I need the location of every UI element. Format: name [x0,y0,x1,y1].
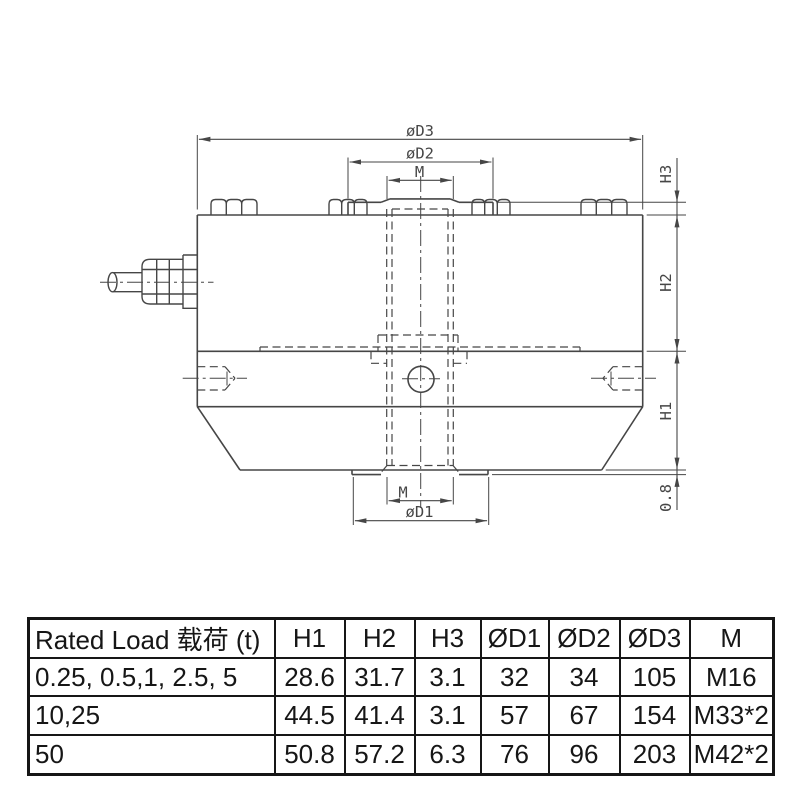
spec-cell: 50.8 [273,734,346,775]
centerlines [100,176,656,508]
mounting-bolt-1 [210,198,258,215]
spec-header-d2: ØD2 [547,617,621,659]
dim-label-h3: H3 [657,165,675,184]
dim-label-h1: H1 [657,402,675,421]
top-load-button [347,198,494,215]
spec-cell: M16 [688,657,775,697]
spec-header-d3: ØD3 [618,617,691,659]
dim-label-d2: øD2 [406,144,434,162]
spec-cell: 154 [618,695,691,736]
spec-cell: M33*2 [688,695,775,736]
spec-cell: 32 [479,657,550,697]
hidden-column-outline [259,334,581,364]
spec-cell: 57 [479,695,550,736]
spec-row-3: 50 50.8 57.2 6.3 76 96 203 M42*2 [27,734,775,775]
dim-label-d1: øD1 [406,503,434,521]
spec-cell: 34 [547,657,621,697]
spec-cell: 6.3 [413,734,482,775]
spec-header-m: M [688,617,775,659]
load-cell-body [196,198,644,476]
spec-header-h3: H3 [413,617,482,659]
spec-header-row: Rated Load 载荷 (t) H1 H2 H3 ØD1 ØD2 ØD3 M [27,617,775,659]
spec-cell: 28.6 [273,657,346,697]
hidden-thread-lines [380,208,460,473]
spec-header-d1: ØD1 [479,617,550,659]
spec-row-2: 10,25 44.5 41.4 3.1 57 67 154 M33*2 [27,695,775,736]
spec-row-1: 0.25, 0.5,1, 2.5, 5 28.6 31.7 3.1 32 34 … [27,657,775,697]
dim-label-m-top: M [415,163,424,181]
cable [113,272,142,293]
spec-cell: 203 [618,734,691,775]
spec-cell: 10,25 [27,695,276,736]
spec-cell: M42*2 [688,734,775,775]
dim-label-h2: H2 [657,273,675,292]
cable-gland [141,254,198,309]
spec-cell: 76 [479,734,550,775]
bottom-boss [351,470,489,476]
spec-cell: 0.25, 0.5,1, 2.5, 5 [27,657,276,697]
dim-label-d3: øD3 [406,122,434,140]
side-hole-right [602,366,643,391]
spec-header-h2: H2 [343,617,416,659]
spec-cell: 3.1 [413,657,482,697]
spec-cell: 31.7 [343,657,416,697]
spec-cell: 105 [618,657,691,697]
body-outline [196,214,644,471]
mounting-bolt-2 [328,198,368,215]
spec-cell: 67 [547,695,621,736]
spec-cell: 57.2 [343,734,416,775]
spec-header-h1: H1 [273,617,346,659]
spec-cell: 96 [547,734,621,775]
extension-lines [196,135,686,525]
dim-label-lip: 0.8 [657,484,675,512]
dim-label-m-bottom: M [398,483,407,501]
spec-table: Rated Load 载荷 (t) H1 H2 H3 ØD1 ØD2 ØD3 M… [27,617,775,776]
spec-header-rated-load: Rated Load 载荷 (t) [27,617,276,659]
centerline-ticks [226,371,612,386]
technical-drawing: øD3 øD2 M M øD1 H3 H2 H1 0.8 [100,122,686,525]
side-hole-left [197,366,236,391]
spec-cell: 3.1 [413,695,482,736]
spec-cell: 50 [27,734,276,775]
spec-cell: 44.5 [273,695,346,736]
spec-cell: 41.4 [343,695,416,736]
